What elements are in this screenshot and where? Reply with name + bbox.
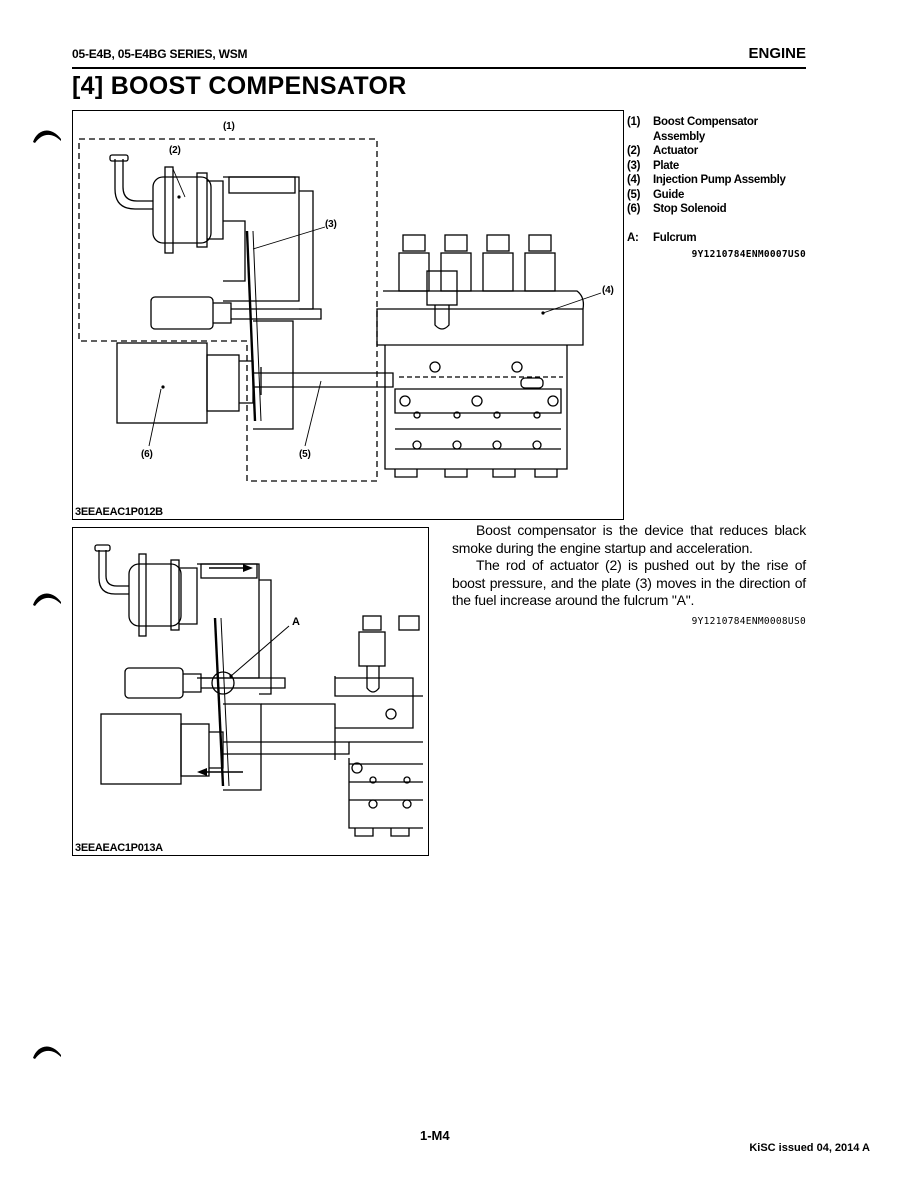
margin-thumb-icon bbox=[33, 593, 61, 606]
header-chapter: ENGINE bbox=[748, 45, 806, 62]
legend-item-fulcrum: A: Fulcrum bbox=[627, 231, 697, 244]
callout-4: (4) bbox=[602, 285, 614, 296]
legend-item: (5) Guide bbox=[627, 188, 685, 201]
margin-thumb-icon bbox=[33, 1046, 61, 1059]
callout-a: A bbox=[292, 616, 300, 628]
boost-operation-diagram bbox=[94, 544, 423, 837]
legend-item: (6) Stop Solenoid bbox=[627, 203, 727, 215]
callout-6: (6) bbox=[141, 449, 153, 460]
legend-item: (4) Injection Pump Assembly bbox=[627, 174, 786, 186]
figure-boost-compensator: (1) (2) (3) (4) (5) (6) 3EEAEAC1P012B bbox=[72, 110, 624, 520]
legend-item: (2) Actuator bbox=[627, 145, 698, 157]
callout-5: (5) bbox=[299, 449, 311, 460]
body-text: Boost compensator is the device that red… bbox=[452, 522, 806, 630]
header-rule bbox=[72, 67, 806, 69]
boost-compensator-diagram bbox=[78, 138, 602, 482]
callout-3: (3) bbox=[325, 219, 337, 230]
margin-thumb-icon bbox=[33, 130, 61, 143]
paragraph: Boost compensator is the device that red… bbox=[452, 522, 806, 556]
legend-ref-code: 9Y1210784ENM0007US0 bbox=[691, 249, 806, 260]
section-title: [4] BOOST COMPENSATOR bbox=[72, 72, 407, 100]
issue-note: KiSC issued 04, 2014 A bbox=[749, 1142, 870, 1154]
callout-1: (1) bbox=[223, 121, 235, 132]
paragraph: The rod of actuator (2) is pushed out by… bbox=[452, 557, 806, 608]
figure-boost-compensator-operation: A 3EEAEAC1P013A bbox=[72, 527, 429, 856]
header-series: 05-E4B, 05-E4BG SERIES, WSM bbox=[72, 47, 248, 61]
legend-item: (3) Plate bbox=[627, 159, 679, 172]
page-number: 1-M4 bbox=[420, 1128, 450, 1143]
body-ref-code: 9Y1210784ENM0008US0 bbox=[691, 615, 806, 627]
figure-code: 3EEAEAC1P012B bbox=[75, 506, 163, 518]
figure-code: 3EEAEAC1P013A bbox=[75, 842, 163, 854]
callout-2: (2) bbox=[169, 145, 181, 156]
